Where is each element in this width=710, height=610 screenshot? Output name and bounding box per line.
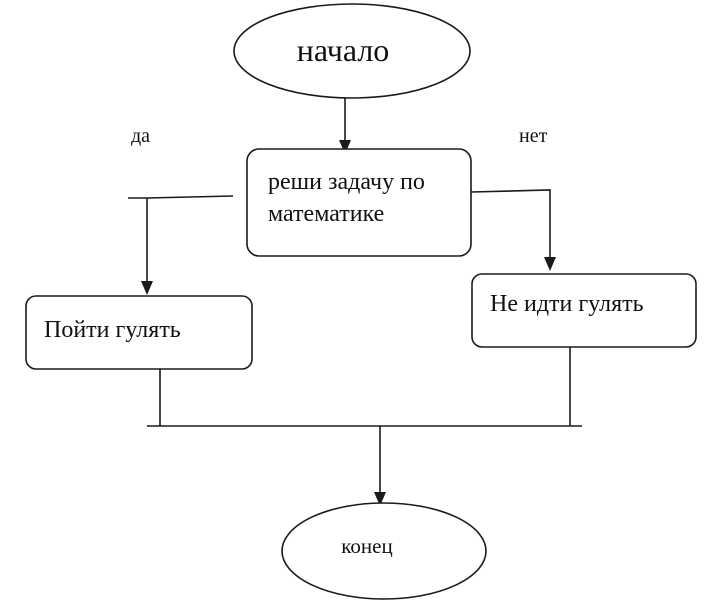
decision-node: реши задачу по математике [246, 148, 472, 257]
connector-decision-to-yes [128, 195, 234, 199]
no-action-label: Не идти гулять [490, 291, 644, 317]
connector-decision-to-no [470, 189, 551, 259]
start-node: начало [233, 3, 471, 99]
no-action-box [471, 273, 697, 348]
arrowhead-start-to-decision [339, 140, 351, 154]
end-ellipse [281, 502, 487, 600]
decision-label-line2: математике [268, 201, 384, 227]
start-ellipse [233, 3, 471, 99]
arrowhead-end [374, 492, 386, 506]
yes-action-box [25, 295, 253, 370]
yes-branch-label: да [131, 125, 150, 147]
arrowhead-no [544, 257, 556, 271]
decision-box [246, 148, 472, 257]
end-label: конец [341, 534, 392, 558]
start-label: начало [297, 32, 390, 68]
arrowhead-yes [141, 281, 153, 295]
no-action-node: Не идти гулять [471, 273, 697, 348]
decision-label-line1: реши задачу по [268, 169, 425, 195]
yes-action-node: Пойти гулять [25, 295, 253, 370]
yes-action-label: Пойти гулять [44, 317, 181, 343]
no-branch-label: нет [519, 125, 548, 147]
end-node: конец [281, 502, 487, 600]
